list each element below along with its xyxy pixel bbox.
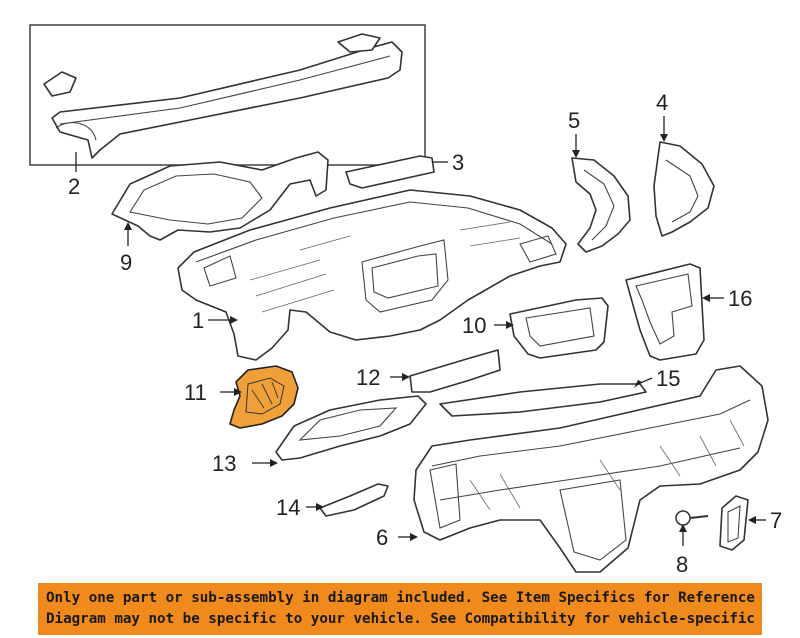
part-10-bezel bbox=[509, 297, 609, 359]
part-9-bezel bbox=[111, 151, 329, 241]
callout-8: 8 bbox=[676, 552, 688, 577]
part-1-right-vent bbox=[519, 235, 557, 263]
part-3-group bbox=[345, 155, 448, 189]
part-2-dash-pad bbox=[51, 41, 403, 159]
part-14-group bbox=[306, 483, 389, 517]
part-4-arrow bbox=[660, 134, 668, 142]
callout-13: 13 bbox=[212, 451, 236, 476]
part-6-group bbox=[398, 365, 769, 573]
part-8-bolt-shaft bbox=[689, 515, 709, 519]
part-12-trim bbox=[409, 349, 501, 393]
part-2-end-scoop bbox=[55, 122, 97, 141]
part-16-group bbox=[625, 263, 724, 361]
part-14-arrow bbox=[316, 503, 324, 511]
part-11-arrow bbox=[234, 388, 242, 396]
part-8-bolt-head bbox=[675, 510, 691, 526]
part-5-bracket bbox=[571, 157, 631, 253]
part-16-inner bbox=[635, 273, 693, 345]
part-15-group bbox=[439, 377, 653, 417]
part-15-trim bbox=[439, 383, 647, 417]
part-6-beam bbox=[431, 399, 751, 467]
part-1-top-edge bbox=[195, 201, 553, 263]
callout-14: 14 bbox=[276, 495, 300, 520]
part-5-inner bbox=[583, 169, 615, 241]
part-2-vent-left bbox=[43, 71, 77, 97]
part-6-frame bbox=[413, 365, 769, 573]
part-13-glovebox bbox=[275, 395, 427, 461]
part-1-panel bbox=[177, 189, 567, 361]
part-11-highlighted-part bbox=[229, 365, 299, 429]
part-5-group bbox=[571, 134, 631, 253]
callout-1: 1 bbox=[192, 308, 204, 333]
part-7-inner bbox=[727, 505, 741, 543]
part-8-arrow bbox=[679, 524, 687, 532]
callout-16: 16 bbox=[728, 286, 752, 311]
callout-2: 2 bbox=[68, 174, 80, 199]
part-7-group bbox=[719, 495, 766, 551]
callout-4: 4 bbox=[656, 90, 668, 115]
part-11-group bbox=[220, 365, 299, 429]
part-6-arrow bbox=[410, 533, 418, 541]
part-11-ridges bbox=[251, 381, 279, 409]
part-13-inner bbox=[298, 407, 398, 441]
callout-11: 11 bbox=[184, 380, 207, 405]
part-16-arrow bbox=[702, 294, 710, 302]
part-13-arrow bbox=[270, 459, 278, 467]
part-16-bezel bbox=[625, 263, 705, 361]
disclaimer-line-2: Diagram may not be specific to your vehi… bbox=[46, 611, 762, 627]
parts-diagram: 1 2 3 4 5 6 7 8 9 10 11 12 13 14 15 16 bbox=[29, 24, 782, 577]
part-10-screen bbox=[525, 307, 595, 347]
part-8-group bbox=[675, 510, 709, 546]
callout-7: 7 bbox=[770, 508, 782, 533]
part-11-inner bbox=[245, 377, 285, 415]
part-10-arrow bbox=[506, 321, 514, 329]
part-6-bracket-left bbox=[429, 463, 461, 529]
part-7-arrow bbox=[748, 516, 756, 524]
disclaimer-banner: Only one part or sub-assembly in diagram… bbox=[38, 583, 762, 635]
part-2-group bbox=[29, 24, 426, 172]
callout-10: 10 bbox=[462, 313, 486, 338]
part-2-vent-right bbox=[337, 33, 381, 53]
disclaimer-line-1: Only one part or sub-assembly in diagram… bbox=[46, 590, 762, 606]
callout-3: 3 bbox=[452, 150, 464, 175]
part-14-trim bbox=[319, 483, 389, 517]
part-1-group bbox=[177, 189, 567, 361]
part-2-pad-lip bbox=[59, 55, 391, 125]
callout-12: 12 bbox=[356, 365, 380, 390]
part-6-beam-lower bbox=[439, 447, 741, 501]
callout-6: 6 bbox=[376, 525, 388, 550]
part-15-arrow bbox=[634, 380, 642, 388]
part-13-group bbox=[252, 395, 427, 467]
part-3-trim bbox=[345, 155, 435, 189]
part-12-arrow bbox=[402, 373, 410, 381]
part-6-hatch bbox=[469, 419, 745, 511]
part-1-hatch bbox=[249, 221, 521, 313]
callout-9: 9 bbox=[120, 250, 132, 275]
part-1-center-stack bbox=[361, 239, 449, 313]
part-10-group bbox=[494, 297, 609, 359]
part-5-arrow bbox=[572, 150, 580, 158]
part-1-screen bbox=[371, 253, 439, 299]
part-4-vent bbox=[653, 141, 715, 237]
part-1-left-vent bbox=[203, 255, 237, 287]
part-4-inner bbox=[665, 159, 699, 223]
part-7-bracket bbox=[719, 495, 749, 551]
part-4-group bbox=[653, 116, 715, 237]
part-9-group bbox=[111, 151, 329, 246]
part-9-bezel-inner bbox=[129, 173, 263, 225]
callout-5: 5 bbox=[568, 108, 580, 133]
part-9-arrow bbox=[124, 222, 132, 230]
part-12-group bbox=[390, 349, 501, 393]
callout-15: 15 bbox=[656, 366, 680, 391]
part-6-bracket-center bbox=[559, 479, 627, 561]
part-1-arrow bbox=[230, 316, 238, 324]
